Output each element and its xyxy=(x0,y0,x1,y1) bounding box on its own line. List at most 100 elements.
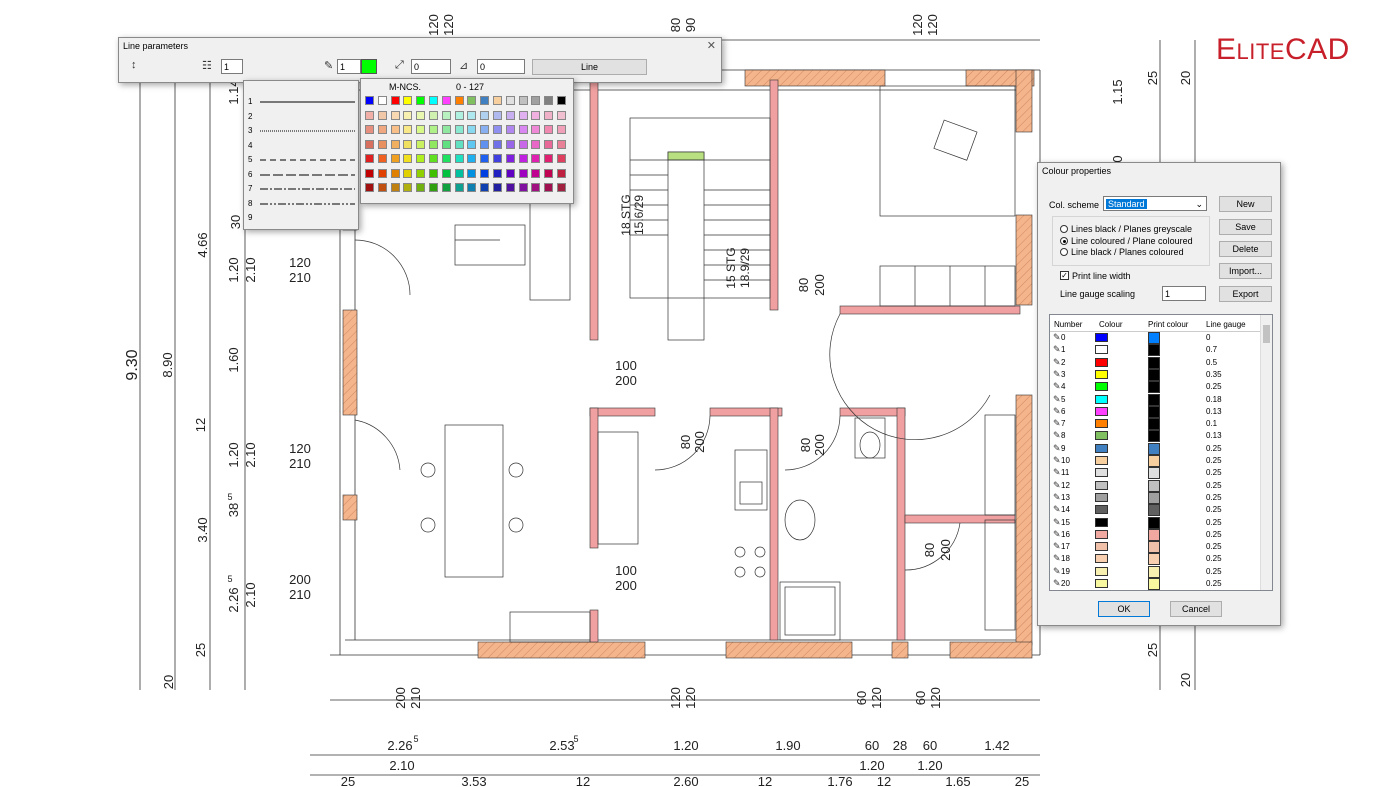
linestyle-item[interactable]: 3 xyxy=(248,124,355,138)
colour-swatch[interactable] xyxy=(1095,394,1108,404)
palette-swatch[interactable] xyxy=(480,125,490,134)
palette-swatch[interactable] xyxy=(377,110,387,120)
print-colour-swatch[interactable] xyxy=(1148,381,1160,394)
colour-swatch[interactable] xyxy=(1095,431,1108,441)
palette-swatch[interactable] xyxy=(441,168,451,178)
palette-swatch[interactable] xyxy=(403,168,413,178)
colour-swatch[interactable] xyxy=(1095,369,1108,379)
pen-color-swatch[interactable] xyxy=(361,59,377,74)
palette-swatch[interactable] xyxy=(505,139,515,149)
palette-swatch[interactable] xyxy=(518,168,528,178)
palette-swatch[interactable] xyxy=(429,125,438,134)
linestyle-item[interactable]: 6 xyxy=(248,168,355,182)
palette-swatch[interactable] xyxy=(518,125,528,134)
palette-swatch[interactable] xyxy=(467,125,477,134)
palette-swatch[interactable] xyxy=(480,168,490,178)
radio-line-black-planes-coloured[interactable] xyxy=(1060,248,1068,256)
palette-swatch[interactable] xyxy=(518,183,528,192)
palette-swatch[interactable] xyxy=(493,125,502,134)
palette-swatch[interactable] xyxy=(365,110,374,120)
colour-swatch[interactable] xyxy=(1095,382,1108,392)
new-button[interactable]: New xyxy=(1219,196,1272,212)
angle-icon[interactable]: ⊿ xyxy=(459,60,469,72)
palette-swatch[interactable] xyxy=(390,154,400,163)
cancel-button[interactable]: Cancel xyxy=(1170,601,1222,617)
palette-swatch[interactable] xyxy=(518,139,528,149)
palette-swatch[interactable] xyxy=(505,110,515,120)
palette-swatch[interactable] xyxy=(365,183,374,192)
export-button[interactable]: Export xyxy=(1219,286,1272,302)
palette-swatch[interactable] xyxy=(429,139,438,149)
palette-swatch[interactable] xyxy=(480,110,490,120)
angle-field[interactable]: 0 xyxy=(477,59,525,74)
line-width-icon[interactable]: ⤢ xyxy=(395,59,404,71)
palette-swatch[interactable] xyxy=(467,96,477,105)
palette-swatch[interactable] xyxy=(377,96,387,105)
colour-swatch[interactable] xyxy=(1095,468,1108,478)
palette-swatch[interactable] xyxy=(377,139,387,149)
palette-swatch[interactable] xyxy=(441,139,451,149)
palette-swatch[interactable] xyxy=(390,183,400,192)
palette-swatch[interactable] xyxy=(531,168,541,178)
print-colour-swatch[interactable] xyxy=(1148,578,1160,590)
colour-swatch[interactable] xyxy=(1095,345,1108,355)
colour-swatch[interactable] xyxy=(1095,406,1108,416)
palette-swatch[interactable] xyxy=(505,96,515,105)
line-parameters-titlebar[interactable]: Line parameters ✕ xyxy=(119,38,721,54)
print-colour-swatch[interactable] xyxy=(1148,491,1160,504)
palette-swatch[interactable] xyxy=(493,110,502,120)
line-width-field[interactable]: 0 xyxy=(411,59,451,74)
palette-swatch[interactable] xyxy=(441,183,451,192)
palette-swatch[interactable] xyxy=(480,183,490,192)
linestyle-item[interactable]: 4 xyxy=(248,139,354,153)
palette-swatch[interactable] xyxy=(557,139,566,149)
palette-swatch[interactable] xyxy=(416,139,426,149)
palette-swatch[interactable] xyxy=(377,168,387,178)
colour-properties-titlebar[interactable]: Colour properties xyxy=(1038,163,1280,179)
scrollbar-thumb[interactable] xyxy=(1263,325,1270,343)
palette-swatch[interactable] xyxy=(505,154,515,163)
palette-swatch[interactable] xyxy=(454,96,464,105)
palette-swatch[interactable] xyxy=(429,110,438,120)
palette-swatch[interactable] xyxy=(403,125,413,134)
linetype-field[interactable]: 1 xyxy=(221,59,243,74)
palette-swatch[interactable] xyxy=(365,125,374,134)
palette-swatch[interactable] xyxy=(531,154,541,163)
scheme-select[interactable]: Standard ⌄ xyxy=(1103,196,1207,211)
palette-swatch[interactable] xyxy=(493,96,502,105)
palette-swatch[interactable] xyxy=(467,168,477,178)
palette-swatch[interactable] xyxy=(429,183,438,192)
palette-swatch[interactable] xyxy=(557,154,566,163)
palette-swatch[interactable] xyxy=(544,139,554,149)
table-scrollbar[interactable] xyxy=(1260,315,1272,590)
palette-swatch[interactable] xyxy=(557,168,566,178)
palette-swatch[interactable] xyxy=(531,96,541,105)
palette-swatch[interactable] xyxy=(377,183,387,192)
colour-swatch[interactable] xyxy=(1095,443,1108,453)
linestyle-item[interactable]: 5 xyxy=(248,153,355,167)
palette-swatch[interactable] xyxy=(480,96,490,105)
linestyle-item[interactable]: 1 xyxy=(248,95,355,109)
palette-swatch[interactable] xyxy=(544,125,554,134)
chevron-down-icon[interactable]: ⌄ xyxy=(1195,199,1203,209)
palette-swatch[interactable] xyxy=(557,96,566,105)
palette-swatch[interactable] xyxy=(544,183,554,192)
print-colour-swatch[interactable] xyxy=(1148,418,1160,431)
colour-properties-dialog[interactable]: Colour properties Col. scheme Standard ⌄… xyxy=(1037,162,1281,626)
colour-swatch[interactable] xyxy=(1095,529,1108,539)
print-colour-swatch[interactable] xyxy=(1148,516,1160,529)
palette-swatch[interactable] xyxy=(377,154,387,163)
linestyle-item[interactable]: 2 xyxy=(248,110,354,124)
color-palette-dropdown[interactable]: M-NCS. 0 - 127 xyxy=(360,78,574,204)
